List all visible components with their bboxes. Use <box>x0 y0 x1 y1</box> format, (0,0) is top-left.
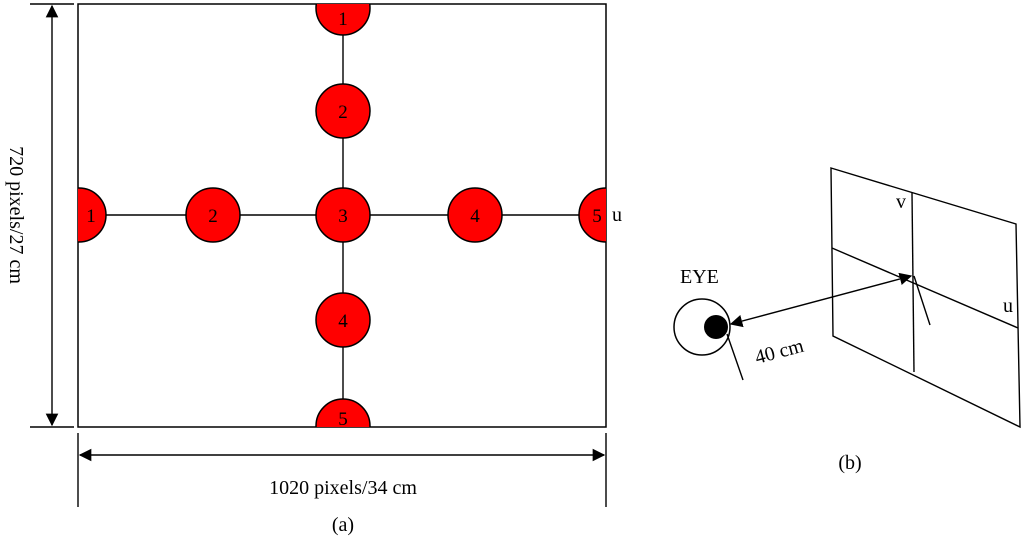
viewing-distance-arrow <box>729 272 913 328</box>
screen-perspective-outline <box>830 167 1021 429</box>
target-horizontal-5 <box>578 187 606 243</box>
target-vertical-2-number: 2 <box>338 102 348 123</box>
v-axis-label: v <box>896 191 906 213</box>
target-vertical-2 <box>315 83 371 139</box>
u-axis-label: u <box>612 204 622 226</box>
target-vertical-1-number: 1 <box>338 9 348 30</box>
target-vertical-4-number: 4 <box>338 311 348 332</box>
screen-horizontal-midline <box>831 247 1019 329</box>
target-horizontal-5-number: 5 <box>592 206 602 227</box>
eye-label: EYE <box>680 266 719 288</box>
viewing-line-tick <box>726 333 744 381</box>
width-dimension-label: 1020 pixels/34 cm <box>269 477 417 499</box>
target-horizontal-4 <box>447 187 503 243</box>
target-horizontal-2 <box>185 187 241 243</box>
target-horizontal-2-number: 2 <box>208 206 218 227</box>
target-vertical-1 <box>315 4 371 36</box>
target-center-number: 3 <box>338 206 348 227</box>
target-vertical-5-number: 5 <box>338 409 348 430</box>
target-horizontal-1-number: 1 <box>86 206 96 227</box>
target-center-3 <box>315 187 371 243</box>
target-vertical-5 <box>315 398 371 427</box>
panel-b-caption: (b) <box>838 452 861 474</box>
panel-b: v u EYE 40 cm (b) <box>673 167 1021 474</box>
target-vertical-4 <box>315 292 371 348</box>
target-horizontal-4-number: 4 <box>470 206 480 227</box>
eye-pupil <box>704 315 728 339</box>
distance-label: 40 cm <box>753 335 807 369</box>
panel-a: 1 2 3 4 5 1 2 4 5 u 720 pixels/27 cm 102… <box>5 3 622 536</box>
screen-normal-line <box>913 275 931 326</box>
height-dimension-label: 720 pixels/27 cm <box>5 146 27 284</box>
u-axis-label-b: u <box>1003 295 1013 317</box>
target-horizontal-1 <box>78 187 107 243</box>
panel-a-caption: (a) <box>332 514 354 536</box>
